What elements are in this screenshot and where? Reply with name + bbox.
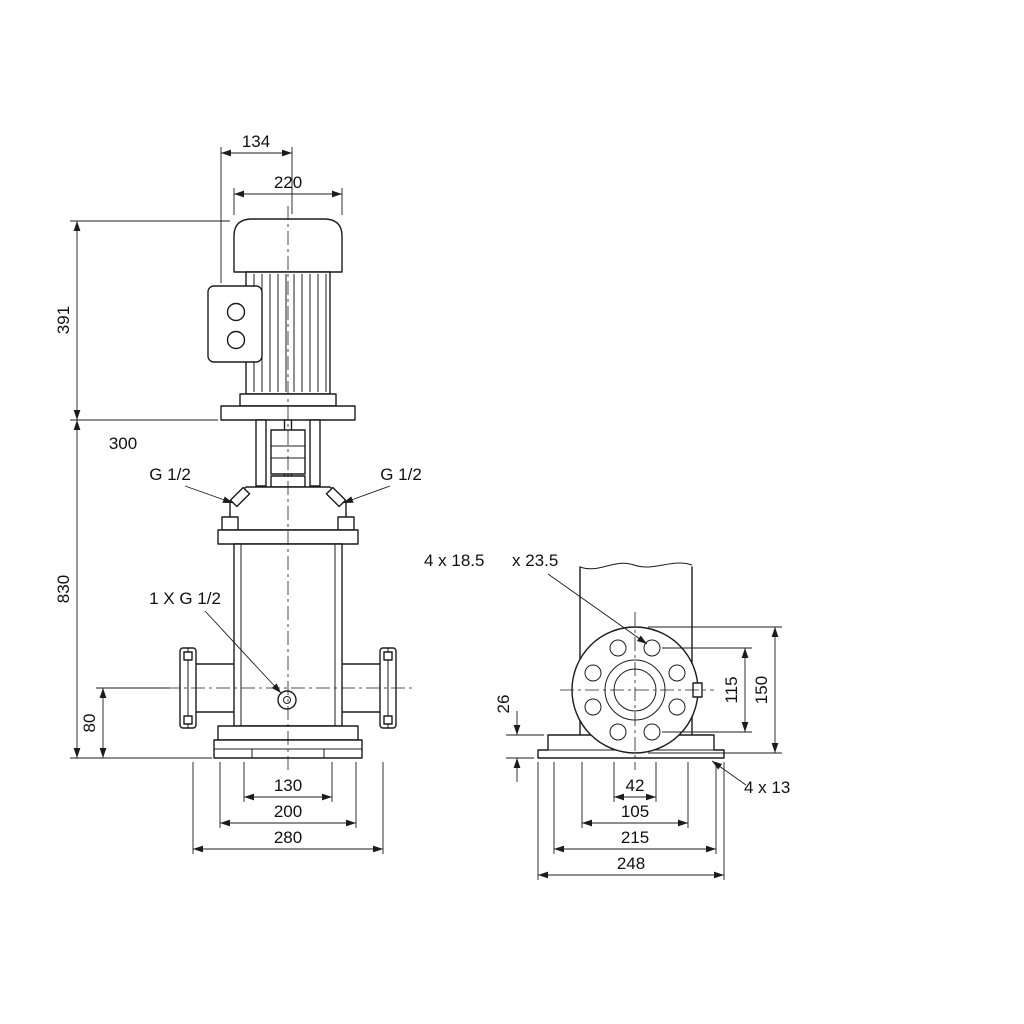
dim-115-label: 115	[722, 676, 741, 703]
dim-200: 200	[219, 762, 357, 828]
staybolt-nut-right	[337, 516, 355, 531]
flange-left-bolt-top	[183, 651, 193, 661]
callout-vent-right: G 1/2	[342, 465, 422, 504]
dim-200-label: 200	[274, 802, 302, 821]
dim-220: 220	[233, 173, 343, 215]
side-view: 4 x 18.5 x 23.5 26 115 150	[424, 551, 790, 880]
dim-105: 105	[581, 762, 689, 828]
motor	[207, 218, 356, 421]
dim-150: 150	[648, 626, 782, 754]
cable-entry-bottom	[226, 330, 246, 350]
break-line	[579, 562, 693, 570]
dim-830-label: 830	[54, 575, 73, 603]
vent-plug-right	[325, 486, 347, 508]
flange-left-bolt-bottom	[183, 715, 193, 725]
dim-134: 134	[220, 132, 293, 283]
port-flanges	[179, 647, 397, 729]
dim-300-label: 300	[109, 434, 137, 453]
dim-26: 26	[494, 695, 544, 782]
terminal-box	[207, 285, 263, 363]
flange-holes-label-a: 4 x 18.5	[424, 551, 485, 570]
base-holes-label: 4 x 13	[744, 778, 790, 797]
dim-280: 280	[192, 762, 384, 854]
dim-391: 391	[54, 220, 230, 421]
vent-plug-left	[229, 486, 251, 508]
dim-42: 42	[613, 762, 657, 802]
drain-plug-center	[283, 696, 291, 704]
pillar-left	[255, 419, 267, 487]
dim-300: 300	[109, 434, 137, 453]
dim-248: 248	[537, 762, 725, 880]
fan-cover	[233, 218, 343, 273]
dim-215-label: 215	[621, 828, 649, 847]
cable-entry-top	[226, 302, 246, 322]
bolt-holes	[584, 639, 686, 741]
front-view: 134 220 391 300 830 80	[54, 132, 422, 854]
dim-215: 215	[553, 762, 717, 854]
dim-80-label: 80	[80, 714, 99, 733]
callout-base-holes: 4 x 13	[711, 760, 790, 797]
dim-150-label: 150	[752, 676, 771, 704]
dim-134-label: 134	[242, 132, 270, 151]
flange-right-bolt-bottom	[383, 715, 393, 725]
dim-105-label: 105	[621, 802, 649, 821]
dim-391-label: 391	[54, 306, 73, 334]
pillar-right	[309, 419, 321, 487]
dim-280-label: 280	[274, 828, 302, 847]
callout-flange-holes: 4 x 18.5 x 23.5	[424, 551, 648, 645]
flange-right-bolt-top	[383, 651, 393, 661]
flange-holes-label-b: x 23.5	[512, 551, 558, 570]
drain-plug	[277, 690, 297, 710]
staybolt-nut-left	[221, 516, 239, 531]
vent-left-label: G 1/2	[149, 465, 191, 484]
callout-drain: 1 X G 1/2	[149, 589, 282, 694]
dim-115: 115	[662, 647, 752, 733]
dim-130: 130	[243, 762, 333, 802]
dim-80: 80	[80, 687, 170, 758]
drain-label: 1 X G 1/2	[149, 589, 221, 608]
dim-220-label: 220	[274, 173, 302, 192]
dim-130-label: 130	[274, 776, 302, 795]
dim-830: 830	[54, 420, 212, 759]
callout-vent-left: G 1/2	[149, 465, 234, 504]
dim-42-label: 42	[626, 776, 645, 795]
vent-right-label: G 1/2	[380, 465, 422, 484]
dim-26-label: 26	[494, 695, 513, 714]
cooling-fins	[253, 274, 327, 392]
dim-248-label: 248	[617, 854, 645, 873]
